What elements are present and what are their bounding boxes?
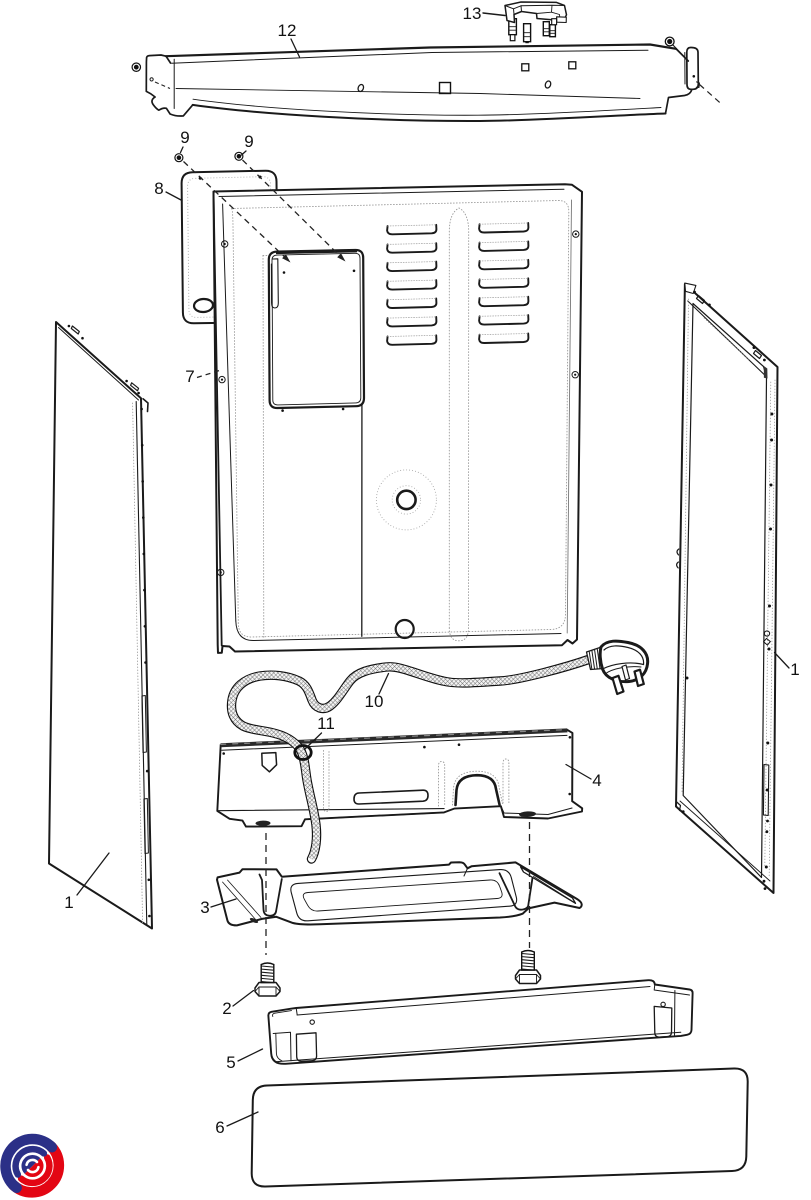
- svg-text:12: 12: [278, 21, 297, 40]
- svg-text:5: 5: [226, 1053, 235, 1072]
- svg-text:1: 1: [64, 893, 73, 912]
- svg-text:7: 7: [185, 367, 194, 386]
- svg-text:13: 13: [463, 4, 482, 23]
- svg-text:9: 9: [244, 132, 253, 151]
- svg-text:1: 1: [790, 660, 799, 679]
- svg-text:8: 8: [154, 179, 163, 198]
- svg-text:2: 2: [222, 999, 231, 1018]
- svg-text:10: 10: [365, 692, 384, 711]
- svg-text:6: 6: [215, 1118, 224, 1137]
- svg-text:3: 3: [200, 898, 209, 917]
- svg-text:4: 4: [592, 771, 601, 790]
- svg-text:9: 9: [180, 128, 189, 147]
- svg-text:11: 11: [317, 714, 335, 733]
